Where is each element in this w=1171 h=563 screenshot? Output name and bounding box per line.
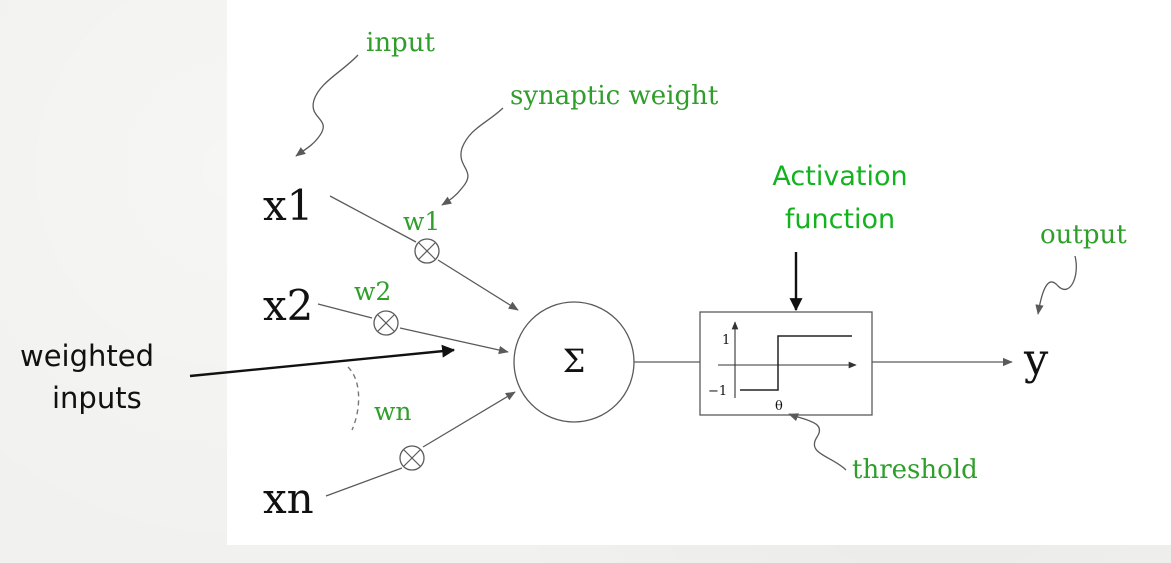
weight-w2: w2 xyxy=(354,277,391,306)
multiply-icon-wn xyxy=(399,445,425,471)
input-label: input xyxy=(366,28,435,58)
weight-squiggle-arrow xyxy=(441,107,504,206)
threshold-label: threshold xyxy=(852,455,978,485)
output-label: output xyxy=(1040,220,1127,250)
step-function-curve xyxy=(740,335,852,391)
activation-label-line2: function xyxy=(785,204,895,235)
weighted-inputs-arrow xyxy=(189,344,456,378)
x1-to-w1-line xyxy=(329,195,417,243)
output-y: y xyxy=(1023,335,1049,385)
diagram-panel xyxy=(227,0,1171,545)
step-tick-bottom: −1 xyxy=(708,384,727,399)
w1-to-sum-arrow xyxy=(437,259,519,311)
activation-function-box xyxy=(699,311,873,416)
weighted-inputs-label-line1: weighted xyxy=(20,339,154,373)
input-x2: x2 xyxy=(263,281,313,330)
multiply-icon-w1 xyxy=(414,238,440,264)
w2-to-sum-arrow xyxy=(399,327,509,355)
threshold-squiggle-arrow xyxy=(788,413,847,471)
input-x1: x1 xyxy=(263,181,313,230)
activation-label-line1: Activation xyxy=(772,161,907,192)
output-squiggle-arrow xyxy=(1035,255,1077,315)
xn-to-wn-line xyxy=(325,467,403,497)
input-xn: xn xyxy=(263,474,314,523)
multiply-icon-w2 xyxy=(373,310,399,336)
synaptic-weight-label: synaptic weight xyxy=(510,81,719,111)
x2-to-w2-line xyxy=(317,303,373,319)
input-squiggle-arrow xyxy=(295,54,359,157)
weight-w1: w1 xyxy=(403,207,440,236)
step-theta-label: θ xyxy=(775,399,783,414)
step-tick-top: 1 xyxy=(722,333,730,348)
sigma-icon: Σ xyxy=(563,342,586,380)
wn-to-sum-arrow xyxy=(422,391,516,448)
weighted-inputs-label-line2: inputs xyxy=(52,381,142,415)
weight-wn: wn xyxy=(374,397,412,426)
